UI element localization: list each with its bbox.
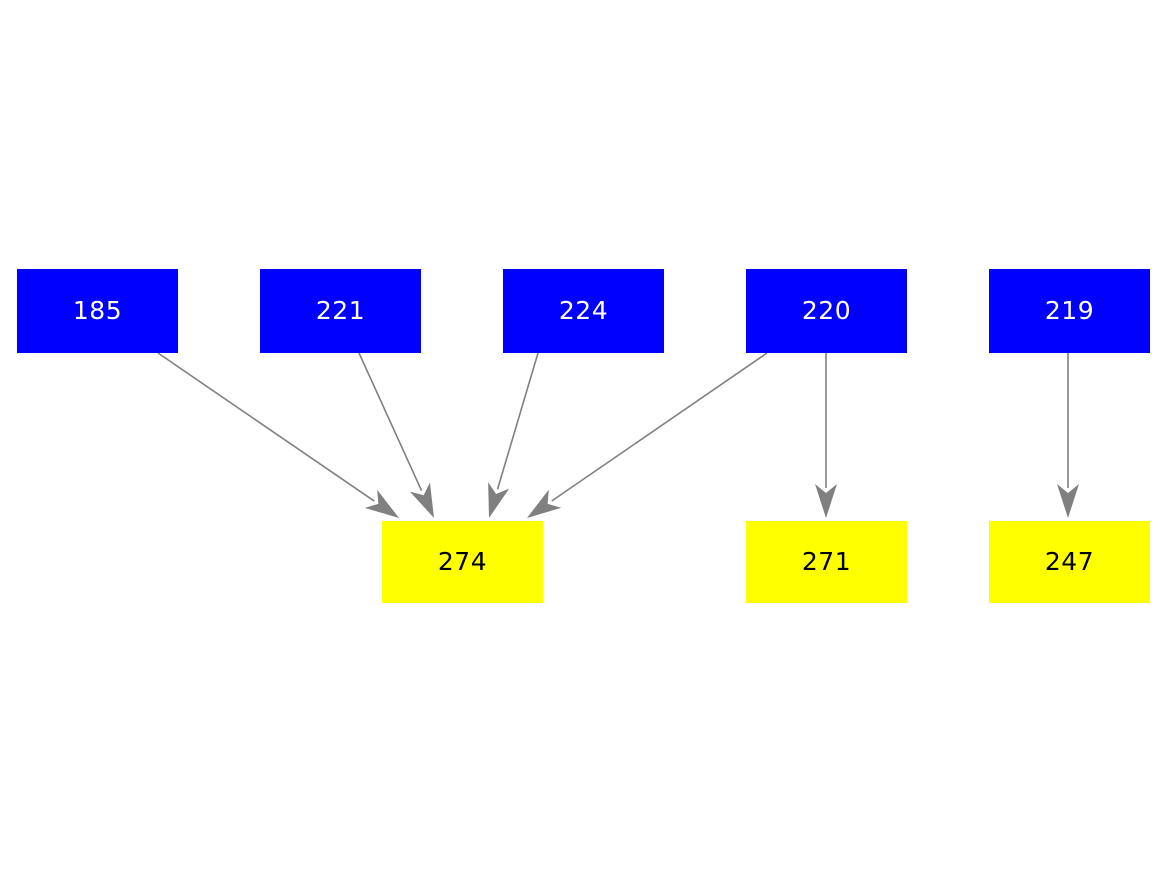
edge-line <box>358 352 423 492</box>
arrowhead-icon <box>1057 484 1079 518</box>
node-220[interactable]: 220 <box>746 269 907 353</box>
edge-220-to-274 <box>527 352 768 518</box>
node-label: 220 <box>801 295 852 325</box>
node-219[interactable]: 219 <box>989 269 1150 353</box>
arrowhead-icon <box>527 489 562 518</box>
node-label: 221 <box>315 295 366 325</box>
edge-220-to-271 <box>815 353 837 518</box>
node-224[interactable]: 224 <box>503 269 664 353</box>
edge-line <box>551 352 768 502</box>
edge-219-to-247 <box>1057 353 1079 518</box>
edge-221-to-274 <box>358 352 434 518</box>
node-label: 185 <box>72 295 123 325</box>
edge-line <box>157 352 375 502</box>
node-221[interactable]: 221 <box>260 269 421 353</box>
node-274[interactable]: 274 <box>382 521 543 603</box>
node-271[interactable]: 271 <box>746 521 907 603</box>
node-247[interactable]: 247 <box>989 521 1150 603</box>
edge-185-to-274 <box>157 352 399 518</box>
node-label: 271 <box>801 546 852 576</box>
node-label: 274 <box>437 546 488 576</box>
edge-224-to-274 <box>488 352 539 518</box>
edge-line <box>496 352 539 490</box>
arrowhead-icon <box>815 484 837 518</box>
node-label: 224 <box>558 295 609 325</box>
arrowhead-icon <box>364 489 399 518</box>
node-label: 247 <box>1044 546 1095 576</box>
node-label: 219 <box>1044 295 1095 325</box>
arrowhead-icon <box>409 482 434 518</box>
arrowhead-icon <box>488 482 510 518</box>
node-185[interactable]: 185 <box>17 269 178 353</box>
